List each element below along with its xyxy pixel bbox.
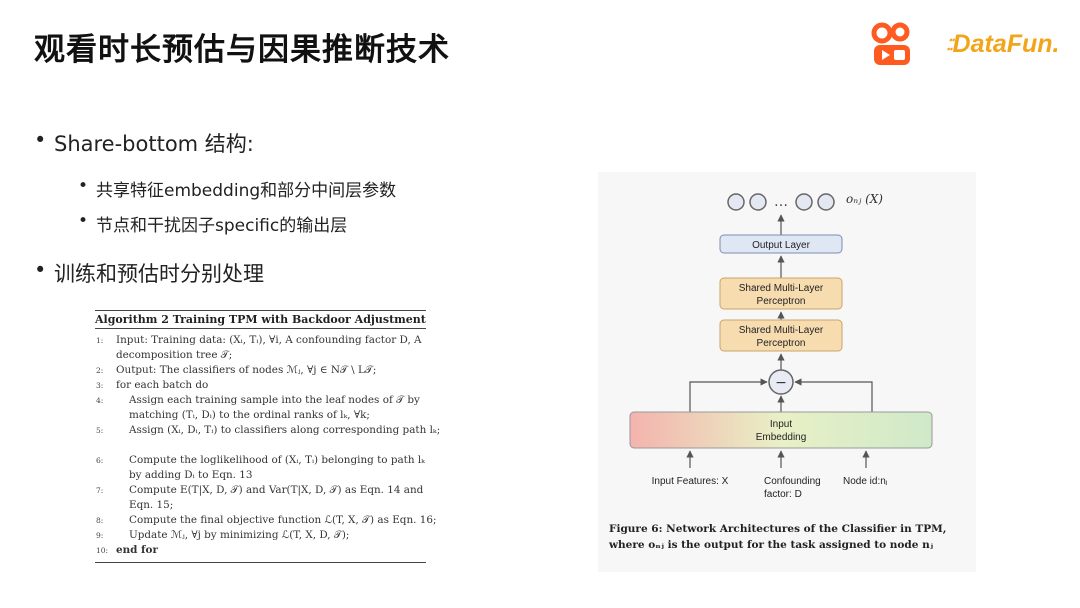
node-id-label: Node id:nⱼ xyxy=(843,476,888,487)
algorithm-line-number: 5: xyxy=(96,426,104,435)
mlp-bottom-line2: Perceptron xyxy=(757,338,806,349)
algorithm-line: for each batch do xyxy=(116,379,209,391)
algorithm-block: Algorithm 2 Training TPM with Backdoor A… xyxy=(91,306,440,568)
algorithm-line-number: 1: xyxy=(96,336,104,345)
caption-line1: Figure 6: Network Architectures of the C… xyxy=(609,523,947,535)
subtract-operator-icon xyxy=(768,369,794,395)
output-layer-box xyxy=(719,234,843,254)
algorithm-line-number: 9: xyxy=(96,531,104,540)
algorithm-line: Eqn. 15; xyxy=(129,499,174,511)
output-node xyxy=(727,193,745,211)
embedding-line1: Input xyxy=(770,419,792,430)
datafun-logo: ⁚⁚DataFun. xyxy=(946,30,1060,59)
caption-line2: where oₙⱼ is the output for the task ass… xyxy=(609,539,934,551)
confounding-line2: factor: D xyxy=(764,489,802,500)
algorithm-line: Compute the loglikelihood of (Xᵢ, Tᵢ) be… xyxy=(129,454,425,466)
algorithm-line-number: 10: xyxy=(96,546,109,555)
network-diagram: … oₙⱼ (X) Output Layer Shared Multi-Laye… xyxy=(629,192,933,500)
bullet-train-predict: 训练和预估时分别处理 xyxy=(34,258,264,288)
slide-title: 观看时长预估与因果推断技术 xyxy=(34,32,450,68)
algorithm-line-number: 7: xyxy=(96,486,104,495)
output-ellipsis: … xyxy=(774,194,788,210)
algorithm-line: Assign each training sample into the lea… xyxy=(129,394,420,406)
right-skip-arrow xyxy=(794,378,873,412)
algorithm-line: Compute the final objective function ℒ(T… xyxy=(129,514,437,526)
mlp-box-bottom xyxy=(719,319,843,352)
algorithm-line-number: 6: xyxy=(96,456,104,465)
output-node xyxy=(817,193,835,211)
output-layer-label: Output Layer xyxy=(752,240,810,251)
algorithm-line: Input: Training data: (Xᵢ, Tᵢ), ∀i, A co… xyxy=(116,334,422,346)
figure-caption: Figure 6: Network Architectures of the C… xyxy=(609,521,969,553)
algorithm-line: matching (Tᵢ, Dᵢ) to the ordinal ranks o… xyxy=(129,409,370,421)
algorithm-line: decomposition tree 𝒯; xyxy=(116,349,233,361)
datafun-dots-icon: ⁚⁚ xyxy=(946,37,953,55)
kuaishou-logo-icon xyxy=(871,22,910,65)
mlp-box-top xyxy=(719,277,843,310)
output-node xyxy=(795,193,813,211)
algorithm-line: Assign (Xᵢ, Dᵢ, Tᵢ) to classifiers along… xyxy=(129,424,441,436)
algorithm-top-rule xyxy=(95,310,426,311)
sub-bullet-shared-embedding: 共享特征embedding和部分中间层参数 xyxy=(78,176,396,201)
datafun-logo-text: DataFun. xyxy=(952,30,1060,58)
output-label: oₙⱼ (X) xyxy=(846,192,883,206)
algorithm-line: Update ℳⱼ, ∀j by minimizing ℒ(T, X, D, 𝒯… xyxy=(129,529,350,541)
mlp-top-line1: Shared Multi-Layer xyxy=(739,283,824,294)
algorithm-line-number: 4: xyxy=(96,396,104,405)
algorithm-line: end for xyxy=(116,544,158,556)
mlp-top-line2: Perceptron xyxy=(757,296,806,307)
algorithm-line-number: 2: xyxy=(96,366,104,375)
operator-symbol: − xyxy=(775,375,787,391)
confounding-line1: Confounding xyxy=(764,476,821,487)
algorithm-line: Compute E(T|X, D, 𝒯) and Var(T|X, D, 𝒯) … xyxy=(129,484,424,496)
output-node xyxy=(749,193,767,211)
network-figure: … oₙⱼ (X) Output Layer Shared Multi-Laye… xyxy=(598,172,976,572)
bullet-share-bottom: Share-bottom 结构: xyxy=(34,128,254,158)
input-features-label: Input Features: X xyxy=(652,476,729,487)
algorithm-line: by adding Dᵢ to Eqn. 13 xyxy=(129,469,253,481)
input-embedding-box xyxy=(629,411,933,449)
embedding-line2: Embedding xyxy=(756,432,807,443)
algorithm-bottom-rule xyxy=(95,562,426,563)
algorithm-header: Algorithm 2 Training TPM with Backdoor A… xyxy=(95,313,426,326)
algorithm-line-number: 3: xyxy=(96,381,104,390)
algorithm-line: Output: The classifiers of nodes ℳⱼ, ∀j … xyxy=(116,364,377,376)
mlp-bottom-line1: Shared Multi-Layer xyxy=(739,325,824,336)
algorithm-line-number: 8: xyxy=(96,516,104,525)
algorithm-mid-rule xyxy=(95,328,426,329)
sub-bullet-specific-output: 节点和干扰因子specific的输出层 xyxy=(78,211,347,236)
left-skip-arrow xyxy=(689,378,768,412)
